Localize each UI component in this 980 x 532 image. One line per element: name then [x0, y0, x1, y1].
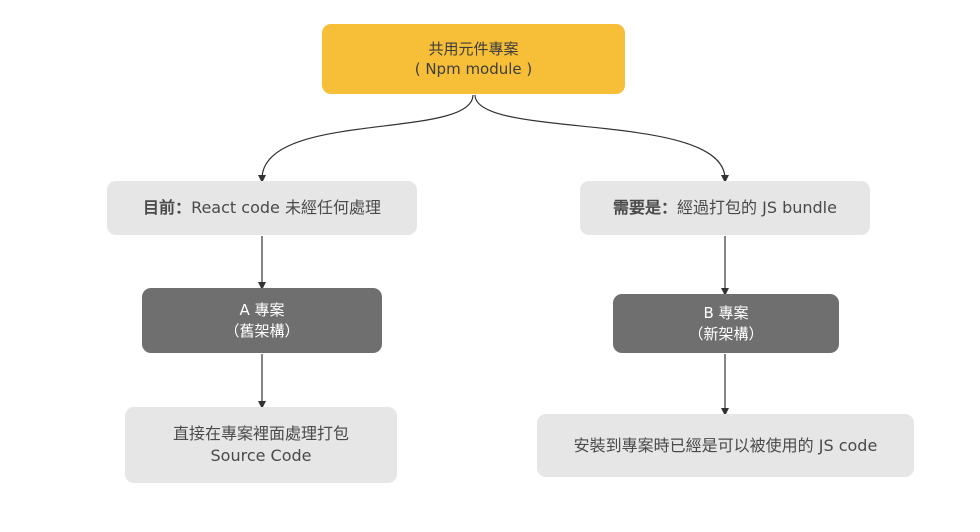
project-a-subtitle: （舊架構）: [224, 321, 300, 340]
root-subtitle: ( Npm module ): [414, 60, 533, 78]
right-status-node: 需要是： 經過打包的 JS bundle: [580, 181, 870, 235]
left-description-line1: 直接在專案裡面處理打包: [172, 424, 349, 444]
left-description-line2: Source Code: [210, 446, 312, 465]
project-b-node: B 專案 （新架構）: [613, 294, 839, 353]
root-node-npm-module: 共用元件專案 ( Npm module ): [322, 24, 625, 94]
right-status-label: 需要是：: [613, 198, 678, 218]
project-b-title: B 專案: [703, 304, 749, 323]
connector-root-to-right: [474, 94, 729, 183]
project-a-node: A 專案 （舊架構）: [142, 288, 382, 353]
project-a-title: A 專案: [239, 301, 285, 320]
root-title: 共用元件專案: [428, 39, 519, 58]
left-status-node: 目前： React code 未經任何處理: [107, 181, 417, 235]
left-description-node: 直接在專案裡面處理打包 Source Code: [125, 407, 397, 483]
left-status-label: 目前：: [143, 198, 192, 218]
left-status-text: React code 未經任何處理: [191, 198, 381, 218]
right-description-node: 安裝到專案時已經是可以被使用的 JS code: [537, 414, 914, 477]
project-b-subtitle: （新架構）: [688, 324, 764, 343]
right-description-line1: 安裝到專案時已經是可以被使用的 JS code: [573, 435, 878, 455]
right-status-text: 經過打包的 JS bundle: [677, 198, 837, 218]
connector-root-to-left: [258, 94, 474, 183]
